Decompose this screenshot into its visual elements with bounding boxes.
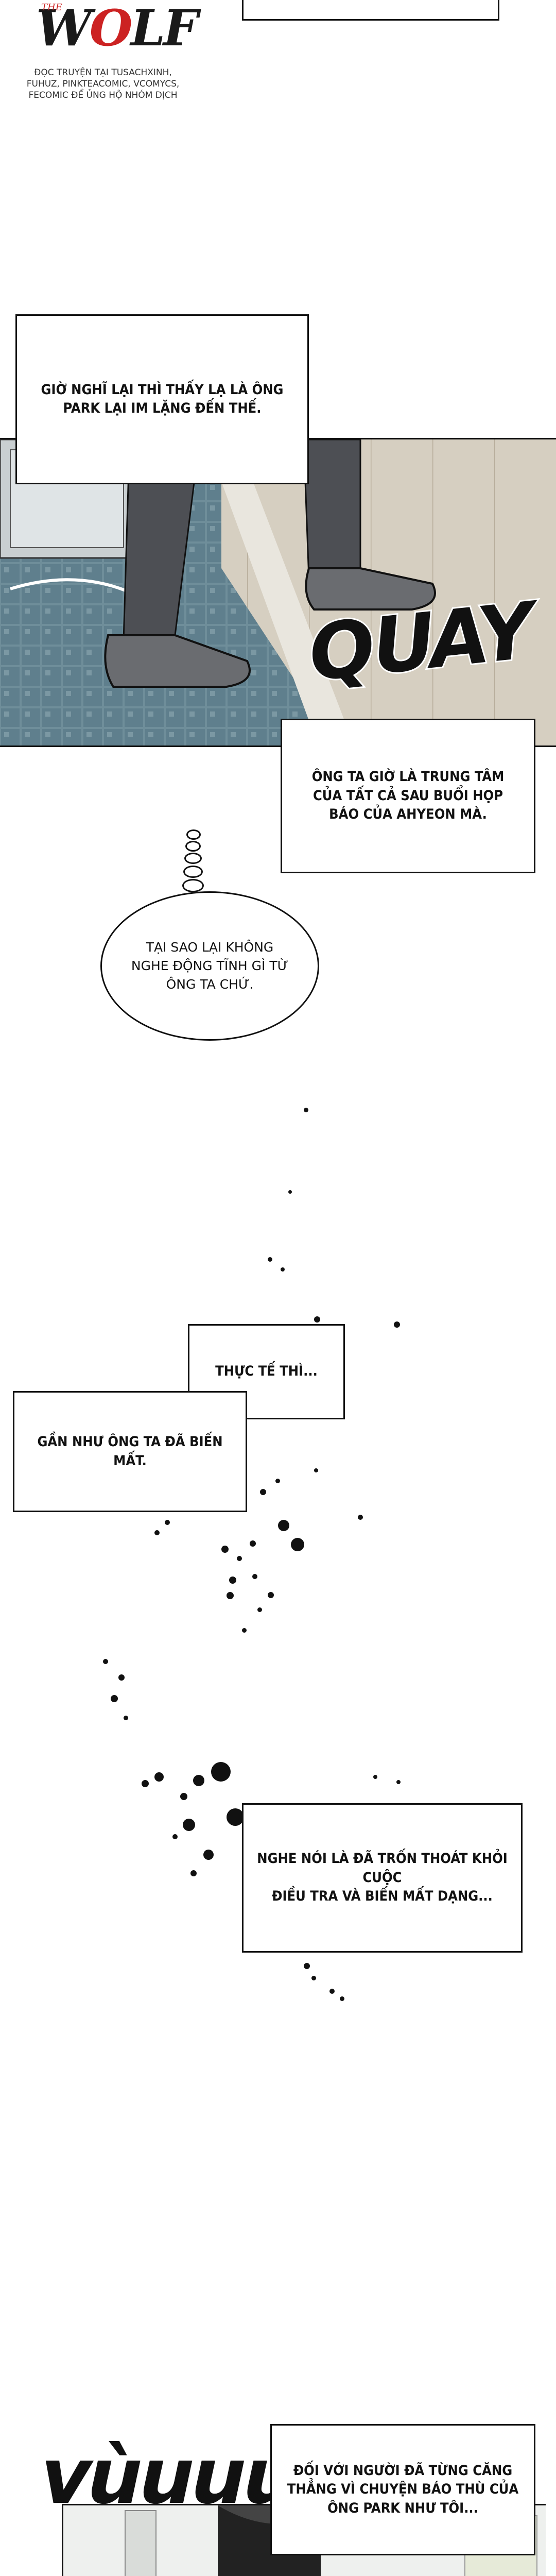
- logo-letter-lf: LF: [130, 0, 198, 57]
- top-caption-fragment: [242, 0, 499, 21]
- scene-panel-feet: [0, 438, 556, 747]
- translator-credit: ĐỌC TRUYỆN TẠI TUSACHXINH, FUHUZ, PINKTE…: [26, 67, 180, 101]
- caption-escaped-investigation: NGHE NÓI LÀ ĐÃ TRỐN THOÁT KHỎI CUỘC ĐIỀU…: [242, 1803, 523, 1953]
- logo-letter-o: O: [89, 0, 133, 57]
- group-logo: WOLF: [36, 0, 198, 57]
- feet-illustration: [0, 439, 556, 745]
- logo-small-text: THE: [41, 2, 62, 13]
- caption-strange-silence: GIỜ NGHĨ LẠI THÌ THẤY LẠ LÀ ÔNG PARK LẠI…: [15, 314, 309, 484]
- caption-almost-vanished: GẦN NHƯ ÔNG TA ĐÃ BIẾN MẤT.: [13, 1391, 247, 1512]
- caption-center-of-all: ÔNG TA GIỜ LÀ TRUNG TÂM CỦA TẤT CẢ SAU B…: [281, 719, 535, 873]
- caption-for-someone-like-me: ĐỐI VỚI NGƯỜI ĐÃ TỪNG CĂNG THẲNG VÌ CHUY…: [270, 2424, 535, 2555]
- thought-bubble-why-no-news: TẠI SAO LẠI KHÔNG NGHE ĐỘNG TĨNH GÌ TỪ Ô…: [100, 891, 319, 1041]
- logo-letter-w: W: [36, 0, 92, 57]
